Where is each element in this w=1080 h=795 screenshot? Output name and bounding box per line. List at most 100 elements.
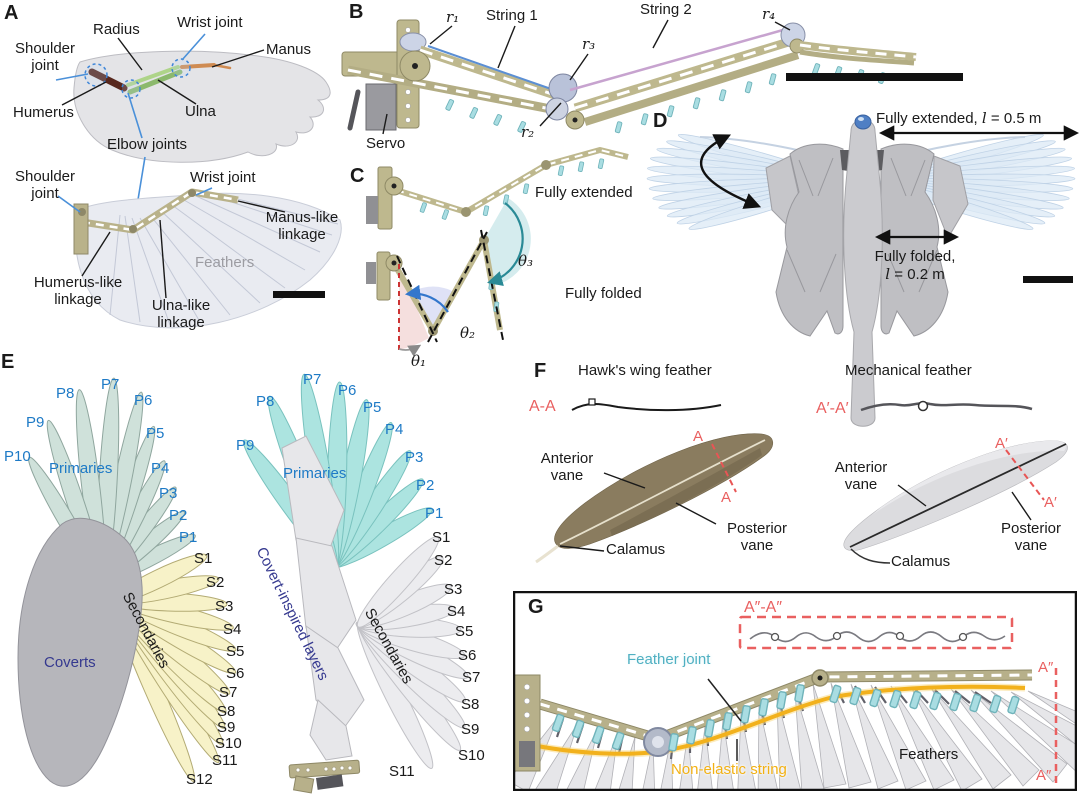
label-feathers-a: Feathers xyxy=(195,254,255,271)
extended-suffix: = 0.5 m xyxy=(986,110,1042,127)
label-s8-left: S8 xyxy=(217,703,236,720)
label-p2-right: P2 xyxy=(416,477,435,494)
label-p6-right: P6 xyxy=(338,382,357,399)
label-s1-right: S1 xyxy=(432,529,451,546)
scale-bar-b xyxy=(786,73,963,81)
label-manus: Manus xyxy=(266,41,312,58)
label-calamus-mech: Calamus xyxy=(891,553,951,570)
label-p7-right: P7 xyxy=(303,371,322,388)
label-primaries-right: Primaries xyxy=(283,465,347,482)
label-a2-bottom: A″ xyxy=(1036,767,1052,784)
label-a-top: A xyxy=(693,428,704,445)
label-p1-left: P1 xyxy=(179,529,198,546)
label-s3-right: S3 xyxy=(444,581,463,598)
label-calamus-hawk: Calamus xyxy=(606,541,666,558)
label-p8-left: P8 xyxy=(56,385,75,402)
label-r3: r₃ xyxy=(582,35,596,53)
label-s7-left: S7 xyxy=(219,684,238,701)
feather-joint-panel-illustration xyxy=(513,591,1077,791)
label-fully-extended: Fully extended xyxy=(535,184,633,201)
label-s11-left: S11 xyxy=(212,752,238,769)
label-feather-joint: Feather joint xyxy=(627,651,711,668)
label-servo: Servo xyxy=(366,135,406,152)
label-anterior-vane-hawk: Anterior vane xyxy=(540,450,594,484)
label-fully-folded: Fully folded xyxy=(565,285,642,302)
panel-letter-f: F xyxy=(534,360,547,382)
label-humerus-like-linkage: Humerus-like linkage xyxy=(33,274,123,308)
panel-g-border xyxy=(513,591,1077,791)
panel-letter-b: B xyxy=(349,1,364,23)
label-elbow-joints: Elbow joints xyxy=(107,136,188,153)
label-shoulder-joint-bottom: Shoulder joint xyxy=(14,168,76,202)
drone-top-view-illustration xyxy=(646,114,1080,427)
label-p8-right: P8 xyxy=(256,393,275,410)
wing-base-mechanism xyxy=(288,759,361,794)
label-ulna-like-linkage: Ulna-like linkage xyxy=(151,297,211,331)
label-p4-left: P4 xyxy=(151,460,170,477)
label-p6-left: P6 xyxy=(134,392,153,409)
label-s2-right: S2 xyxy=(434,552,453,569)
label-p9-right: P9 xyxy=(236,437,255,454)
label-anterior-vane-mech: Anterior vane xyxy=(834,459,888,493)
label-s11-right: S11 xyxy=(389,763,415,780)
fold-kinematics-illustration xyxy=(366,147,629,357)
label-s8-right: S8 xyxy=(461,696,480,713)
extended-prefix: Fully extended, xyxy=(876,110,982,127)
label-p1-right: P1 xyxy=(425,505,444,522)
panel-letter-a: A xyxy=(4,2,19,24)
label-theta3: θ₃ xyxy=(518,252,534,270)
label-p3-left: P3 xyxy=(159,485,178,502)
label-radius: Radius xyxy=(93,21,140,38)
label-r1: r₁ xyxy=(446,8,460,26)
label-wrist-joint-bottom: Wrist joint xyxy=(190,169,256,186)
wing-plan-right-illustration xyxy=(242,373,469,794)
label-manus-like-linkage: Manus-like linkage xyxy=(265,209,339,243)
folded-line1: Fully folded, xyxy=(874,248,956,265)
label-feathers-g: Feathers xyxy=(899,746,959,763)
label-s9-right: S9 xyxy=(461,721,480,738)
label-theta1: θ₁ xyxy=(411,352,427,370)
label-r2: r₂ xyxy=(521,123,535,141)
panel-letter-c: C xyxy=(350,165,365,187)
label-a-bottom: A xyxy=(721,489,732,506)
label-string-1: String 1 xyxy=(486,7,538,24)
label-s2-left: S2 xyxy=(206,574,225,591)
label-ulna: Ulna xyxy=(185,103,216,120)
label-coverts-left: Coverts xyxy=(44,654,96,671)
label-s6-left: S6 xyxy=(226,665,245,682)
label-s5-left: S5 xyxy=(226,643,245,660)
label-p5-left: P5 xyxy=(146,425,165,442)
label-posterior-vane-mech: Posterior vane xyxy=(1000,520,1062,554)
mechanical-feather-illustration xyxy=(843,400,1068,564)
label-p7-left: P7 xyxy=(101,376,120,393)
label-p3-right: P3 xyxy=(405,449,424,466)
label-s10-left: S10 xyxy=(215,735,242,752)
label-ap-bottom: A′ xyxy=(1044,494,1057,511)
label-r4: r₄ xyxy=(762,5,776,23)
label-p5-right: P5 xyxy=(363,399,382,416)
label-p10-left: P10 xyxy=(4,448,31,465)
label-fully-folded-length: Fully folded,l = 0.2 m xyxy=(856,248,974,284)
label-p2-left: P2 xyxy=(169,507,188,524)
label-s5-right: S5 xyxy=(455,623,474,640)
label-humerus: Humerus xyxy=(13,104,74,121)
label-s9-left: S9 xyxy=(217,719,236,736)
panel-letter-g: G xyxy=(528,596,544,618)
label-wrist-joint-top: Wrist joint xyxy=(177,14,243,31)
panel-letter-e: E xyxy=(1,351,15,373)
label-s10-right: S10 xyxy=(458,747,485,764)
label-s1-left: S1 xyxy=(194,550,213,567)
hawk-feather-illustration xyxy=(535,398,774,564)
label-non-elastic-string: Non-elastic string xyxy=(671,761,787,778)
label-s3-left: S3 xyxy=(215,598,234,615)
linkage-mechanism-illustration xyxy=(341,19,963,135)
wing-plan-left-illustration xyxy=(17,377,237,787)
label-s6-right: S6 xyxy=(458,647,477,664)
label-section-apap: A′-A′ xyxy=(816,400,849,417)
label-primaries-left: Primaries xyxy=(49,460,113,477)
scale-bar-a xyxy=(273,291,325,298)
label-s4-right: S4 xyxy=(447,603,466,620)
label-hawk-feather-title: Hawk's wing feather xyxy=(578,362,712,379)
label-shoulder-joint-top: Shoulder joint xyxy=(14,40,76,74)
